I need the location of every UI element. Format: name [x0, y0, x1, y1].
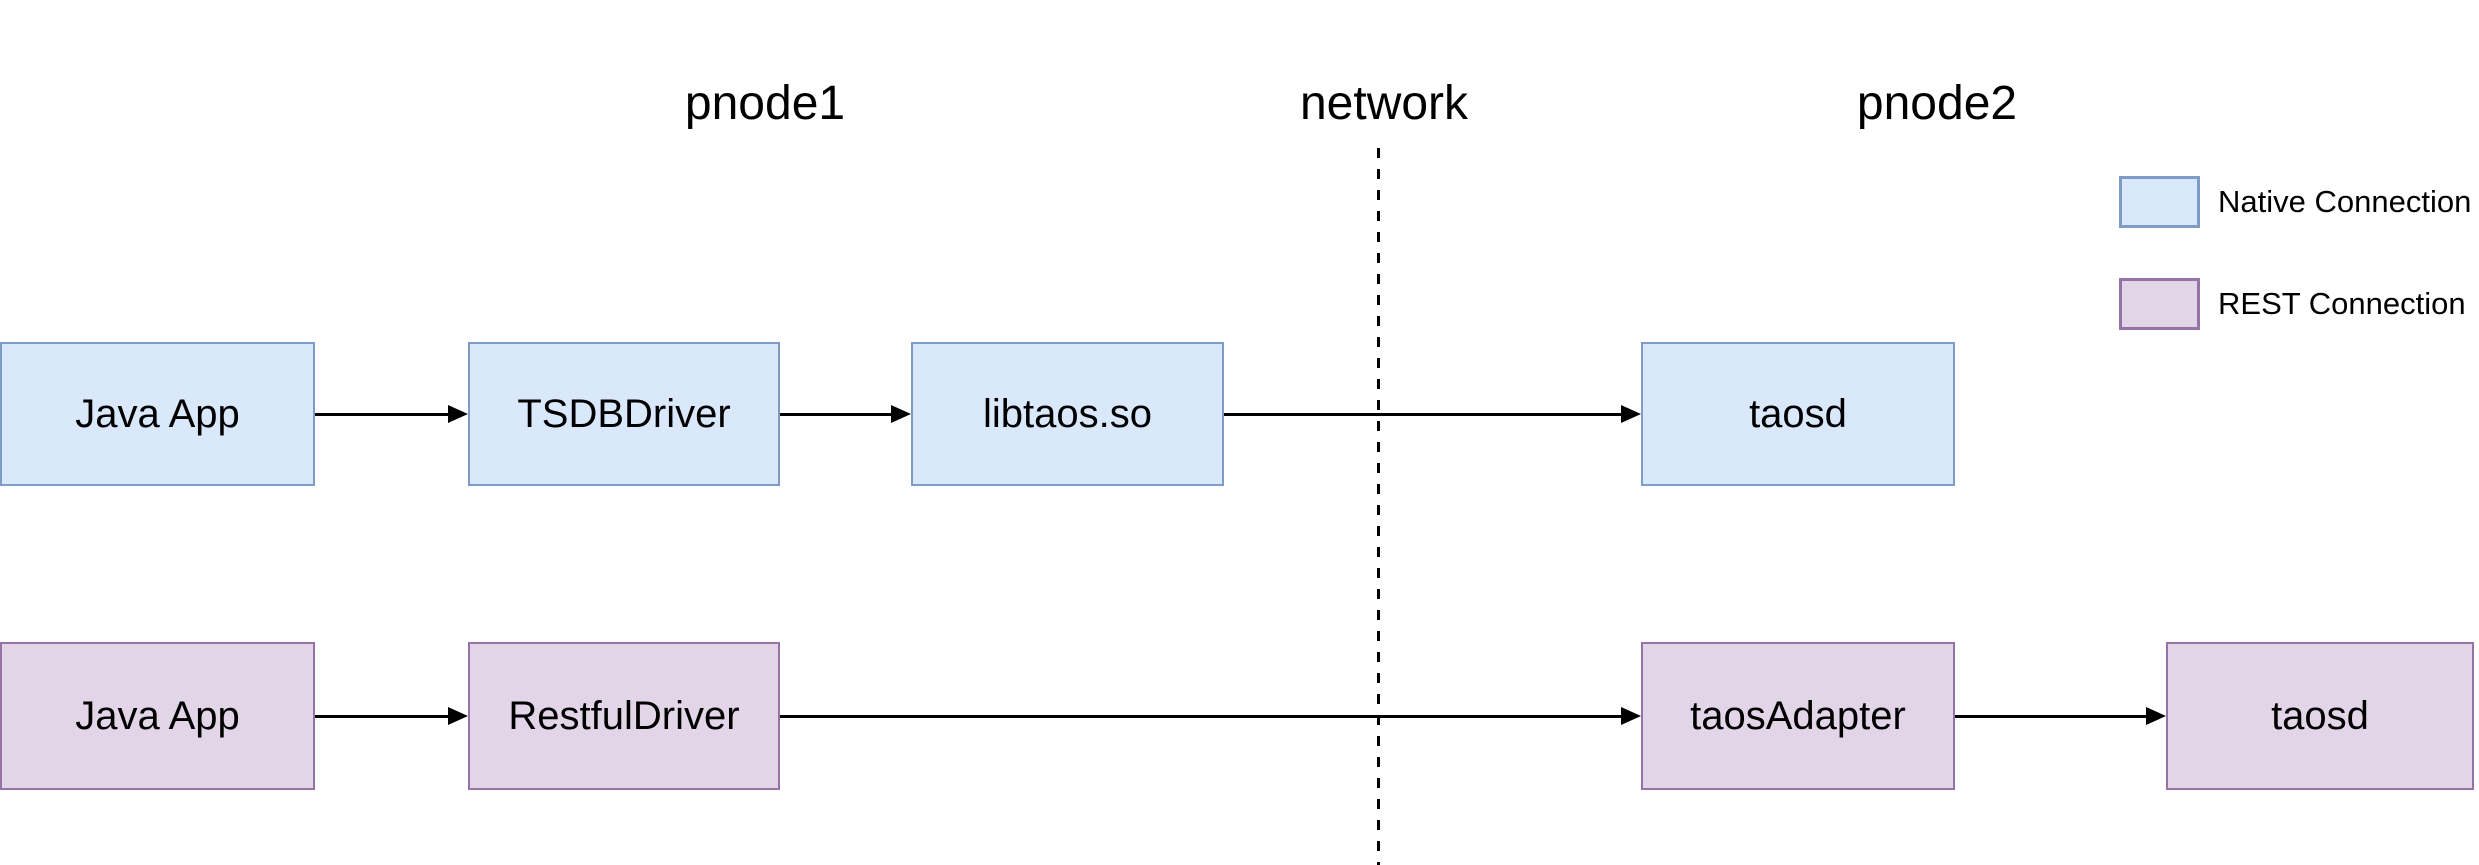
arrow-tsdb-driver-to-libtaos-so [780, 404, 911, 424]
arrow-line [315, 412, 448, 416]
rest-connection-swatch [2119, 278, 2200, 330]
legend-item-native-connection: Native Connection [2119, 176, 2471, 228]
node-libtaos-so: libtaos.so [911, 342, 1224, 486]
legend-label: REST Connection [2218, 286, 2466, 321]
arrow-line [315, 714, 448, 718]
node-label: taosAdapter [1690, 693, 1906, 738]
arrow-java-app-to-restful-driver [315, 706, 468, 726]
node-label: libtaos.so [983, 391, 1152, 436]
node-label: TSDBDriver [517, 391, 731, 436]
arrow-head-icon [891, 405, 911, 423]
legend-label: Native Connection [2218, 184, 2472, 219]
legend-item-rest-connection: REST Connection [2119, 278, 2466, 330]
arrow-head-icon [2146, 707, 2166, 725]
arrow-java-app-to-tsdb-driver [315, 404, 468, 424]
arrow-restful-driver-to-taos-adapter [780, 706, 1641, 726]
arrow-line [780, 714, 1621, 718]
arrow-libtaos-so-to-taosd [1224, 404, 1641, 424]
node-label: Java App [75, 693, 240, 738]
zone-label-pnode2: pnode2 [1856, 77, 2018, 130]
arrow-taos-adapter-to-taosd [1955, 706, 2166, 726]
zone-label-network: network [1299, 77, 1469, 130]
node-label: taosd [2271, 693, 2369, 738]
node-taosd-native: taosd [1641, 342, 1955, 486]
arrow-line [1955, 714, 2146, 718]
arrow-head-icon [448, 405, 468, 423]
node-label: RestfulDriver [508, 693, 740, 738]
network-divider-line [1377, 148, 1380, 865]
arrow-head-icon [1621, 405, 1641, 423]
node-taos-adapter: taosAdapter [1641, 642, 1955, 790]
node-label: Java App [75, 391, 240, 436]
native-connection-swatch [2119, 176, 2200, 228]
node-tsdb-driver: TSDBDriver [468, 342, 780, 486]
zone-label-pnode1: pnode1 [684, 77, 846, 130]
arrow-line [780, 412, 891, 416]
arrow-head-icon [1621, 707, 1641, 725]
node-taosd-rest: taosd [2166, 642, 2474, 790]
node-java-app-native: Java App [0, 342, 315, 486]
node-label: taosd [1749, 391, 1847, 436]
node-restful-driver: RestfulDriver [468, 642, 780, 790]
arrow-line [1224, 412, 1621, 416]
node-java-app-rest: Java App [0, 642, 315, 790]
arrow-head-icon [448, 707, 468, 725]
